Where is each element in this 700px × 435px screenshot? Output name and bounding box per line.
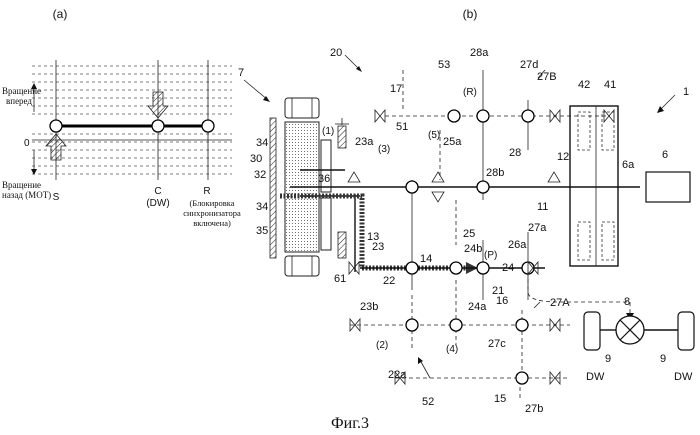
label-30: 30 bbox=[250, 153, 262, 165]
label-17: 17 bbox=[390, 83, 402, 95]
node-c bbox=[152, 120, 164, 132]
label-24b: 24b bbox=[464, 243, 482, 255]
panel-b-tag: (b) bbox=[463, 7, 478, 21]
label-35: 35 bbox=[256, 225, 268, 237]
panel-a-tag: (a) bbox=[53, 7, 68, 21]
lock-label-2: синхронизатора bbox=[183, 208, 241, 218]
label-r: R bbox=[203, 186, 210, 197]
torque-arrow-s bbox=[46, 134, 66, 160]
label-51: 51 bbox=[396, 121, 408, 133]
label-8: 8 bbox=[624, 296, 630, 308]
panel-b: (b) bbox=[238, 7, 694, 415]
label-23a: 23a bbox=[355, 136, 374, 148]
label-25a: 25a bbox=[443, 136, 462, 148]
gear-label-2: (2) bbox=[376, 340, 388, 351]
label-27d: 27d bbox=[520, 59, 538, 71]
label-s: S bbox=[53, 192, 60, 203]
lock-label-3: включена) bbox=[193, 218, 231, 228]
label-27a: 27a bbox=[528, 222, 547, 234]
reverse-arrow-head bbox=[31, 169, 37, 175]
label-25: 25 bbox=[463, 228, 475, 240]
label-27c: 27c bbox=[488, 338, 506, 350]
label-23b: 23b bbox=[360, 301, 378, 313]
gear-label-3: (3) bbox=[378, 144, 390, 155]
label-14: 14 bbox=[420, 253, 432, 265]
differential bbox=[528, 272, 694, 350]
engine-6 bbox=[646, 172, 690, 202]
label-24: 24 bbox=[502, 262, 514, 274]
label-32: 32 bbox=[254, 169, 266, 181]
label-27B: 27B bbox=[537, 71, 557, 83]
label-28a: 28a bbox=[470, 47, 489, 59]
label-dw-left: DW bbox=[586, 371, 605, 383]
reverse-label-2: назад (МОТ) bbox=[2, 190, 51, 200]
label-9a: 9 bbox=[605, 353, 611, 365]
forward-label-2: вперед bbox=[6, 96, 32, 106]
label-34b: 34 bbox=[256, 201, 268, 213]
label-11: 11 bbox=[537, 201, 548, 213]
label-61: 61 bbox=[334, 273, 346, 285]
label-53: 53 bbox=[438, 59, 450, 71]
label-42: 42 bbox=[578, 79, 590, 91]
label-dw: (DW) bbox=[146, 198, 169, 209]
gear-label-5: (5) bbox=[428, 130, 440, 141]
label-41: 41 bbox=[604, 79, 616, 91]
label-28: 28 bbox=[509, 147, 521, 159]
label-36: 36 bbox=[318, 173, 330, 185]
velocity-grid bbox=[32, 66, 232, 174]
label-1: 1 bbox=[683, 86, 689, 98]
gear-label-r: (R) bbox=[463, 87, 477, 98]
label-27A: 27A bbox=[550, 297, 570, 309]
zero-label: 0 bbox=[24, 138, 30, 149]
label-34a: 34 bbox=[256, 137, 268, 149]
figure-caption: Фиг.3 bbox=[331, 415, 369, 432]
label-12: 12 bbox=[557, 151, 569, 163]
label-6a: 6a bbox=[622, 159, 635, 171]
reverse-label-1: Вращение bbox=[2, 180, 41, 190]
node-r bbox=[202, 120, 214, 132]
gear-label-1: (1) bbox=[322, 126, 334, 137]
label-52: 52 bbox=[422, 396, 434, 408]
label-20: 20 bbox=[330, 47, 342, 59]
gear-label-4: (4) bbox=[446, 344, 458, 355]
label-15: 15 bbox=[494, 393, 506, 405]
label-7: 7 bbox=[238, 67, 244, 79]
label-28b: 28b bbox=[486, 167, 504, 179]
node-s bbox=[50, 120, 62, 132]
label-c: C bbox=[154, 186, 161, 197]
label-23: 23 bbox=[372, 241, 384, 253]
lock-label-1: (Блокировка bbox=[189, 198, 234, 208]
label-21: 21 bbox=[492, 285, 504, 297]
clutch-41-42 bbox=[570, 106, 618, 266]
panel-a: (a) Вращ bbox=[2, 7, 241, 228]
label-26a: 26a bbox=[508, 239, 527, 251]
label-22a: 22a bbox=[388, 369, 407, 381]
label-dw-right: DW bbox=[674, 371, 693, 383]
label-24a: 24a bbox=[468, 301, 487, 313]
label-6: 6 bbox=[662, 149, 668, 161]
gear-label-p: (P) bbox=[484, 250, 497, 261]
label-27b: 27b bbox=[525, 403, 543, 415]
label-9b: 9 bbox=[660, 353, 666, 365]
label-22: 22 bbox=[383, 275, 395, 287]
